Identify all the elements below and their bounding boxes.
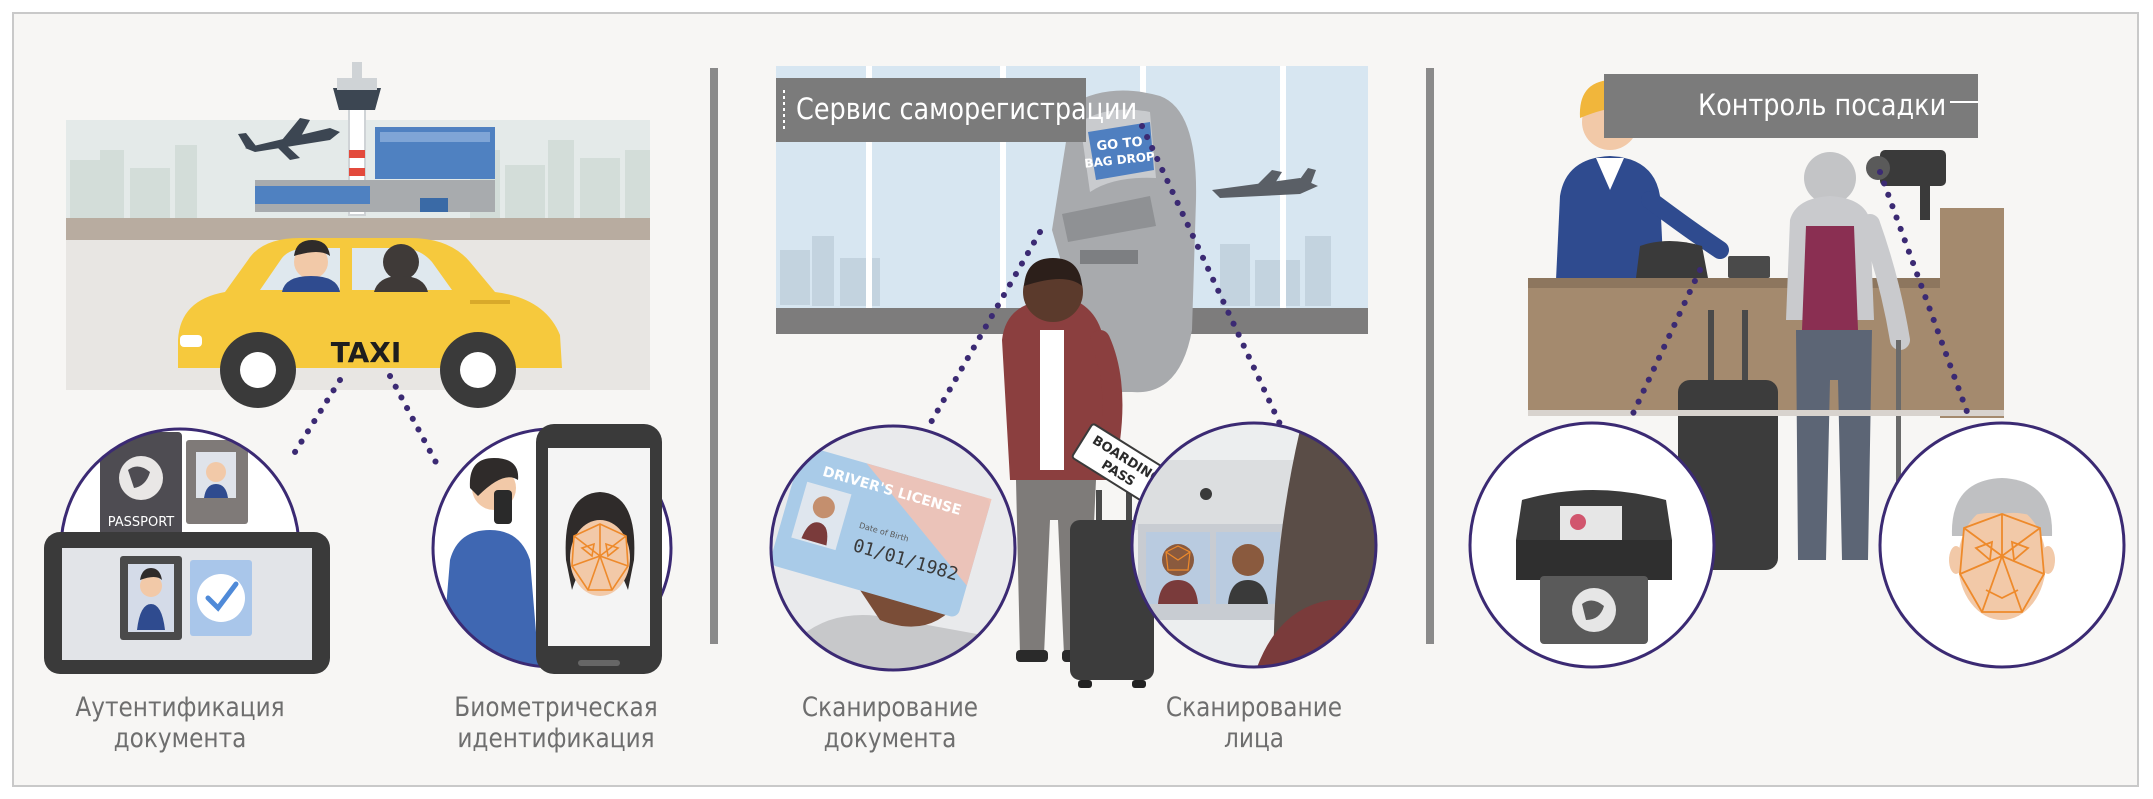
caption-biometric-identification: Биометрическая идентификация xyxy=(454,692,658,754)
taxi-scene: TAXI xyxy=(66,62,650,408)
passport-label: PASSPORT xyxy=(108,515,175,530)
kiosk-screen-line-1: GO TO xyxy=(1096,135,1143,155)
caption-document-scan: Сканирование документа xyxy=(801,692,979,754)
passport-reader-circle xyxy=(1468,421,1716,669)
biometric-identification-circle xyxy=(431,424,673,674)
panel-divider-1 xyxy=(710,68,718,644)
panel-divider-2 xyxy=(1426,68,1434,644)
self-service-banner xyxy=(776,78,1086,142)
caption-document-authentication: Аутентификация документа xyxy=(75,692,285,754)
self-service-banner-title: Сервис саморегистрации xyxy=(796,92,1138,126)
taxi-label: TAXI xyxy=(331,336,402,369)
boarding-control-banner xyxy=(1604,74,1978,138)
caption-face-scan: Сканирование лица xyxy=(1165,692,1343,754)
document-authentication-circle: PASSPORT xyxy=(44,427,330,674)
document-scan-circle: DRIVER'S LICENSE Date of Birth 01/01/198… xyxy=(769,424,1017,672)
face-scan-circle xyxy=(1130,421,1378,669)
face-check-circle xyxy=(1878,421,2126,669)
boarding-control-banner-title: Контроль посадки xyxy=(1698,88,1947,122)
connector-lines xyxy=(287,123,1973,473)
